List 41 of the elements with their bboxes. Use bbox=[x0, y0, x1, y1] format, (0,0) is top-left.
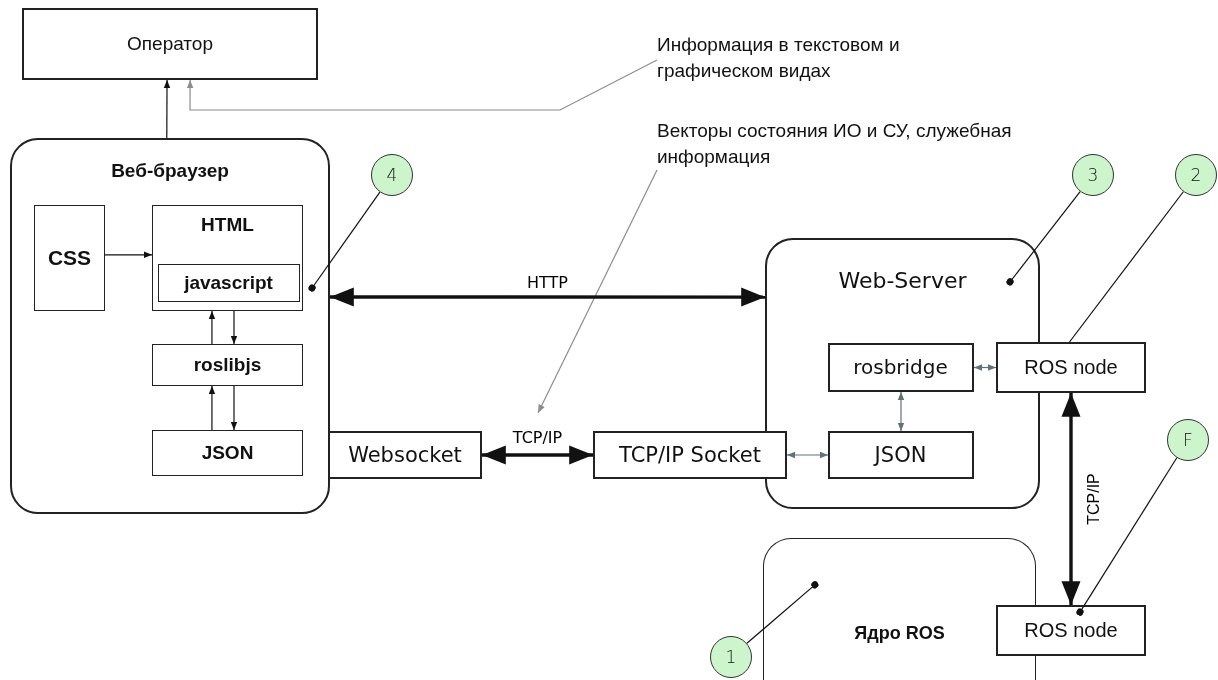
process-box: CSS bbox=[34, 205, 105, 311]
process-box: ROS node bbox=[996, 605, 1146, 656]
arrow bbox=[537, 169, 658, 414]
arrow bbox=[104, 251, 153, 259]
callout-number: 4 bbox=[371, 154, 413, 196]
arrow bbox=[208, 310, 216, 345]
process-box: TCP/IP Socket bbox=[593, 431, 787, 479]
process-box: rosbridge bbox=[827, 342, 974, 392]
process-box: Оператор bbox=[22, 8, 318, 80]
container-title: Веб-браузер bbox=[111, 160, 229, 182]
callout-number: F bbox=[1167, 419, 1209, 461]
process-box: JSON bbox=[152, 430, 303, 476]
arrow bbox=[208, 385, 216, 431]
leader-line bbox=[746, 581, 819, 644]
arrow bbox=[186, 59, 658, 111]
leader-line bbox=[308, 191, 381, 292]
leader-line bbox=[1076, 457, 1178, 616]
double-arrow bbox=[786, 451, 829, 459]
callout-number: 2 bbox=[1175, 154, 1217, 196]
callout-number: 1 bbox=[710, 636, 752, 678]
leader-line bbox=[1068, 191, 1184, 343]
rounded-container bbox=[10, 138, 330, 514]
double-arrow bbox=[973, 364, 997, 371]
process-box: javascript bbox=[157, 263, 300, 302]
process-box: Websocket bbox=[328, 431, 482, 479]
process-box: roslibjs bbox=[152, 344, 303, 386]
process-box: ROS node bbox=[996, 342, 1146, 393]
arrow bbox=[163, 79, 171, 139]
double-arrow bbox=[897, 391, 905, 432]
process-box: JSON bbox=[827, 430, 974, 479]
process-box bbox=[152, 205, 303, 311]
double-arrow bbox=[330, 287, 765, 307]
box-title: HTML bbox=[201, 214, 254, 236]
callout-number: 3 bbox=[1072, 154, 1114, 196]
container-title: Web-Server bbox=[838, 268, 967, 293]
double-arrow bbox=[1061, 393, 1081, 605]
arrow bbox=[230, 310, 238, 345]
double-arrow bbox=[482, 445, 593, 465]
arrow bbox=[230, 385, 238, 431]
leader-line bbox=[1006, 191, 1081, 286]
annotation-text: Информация в текстовом и графическом видах bbox=[657, 32, 957, 88]
